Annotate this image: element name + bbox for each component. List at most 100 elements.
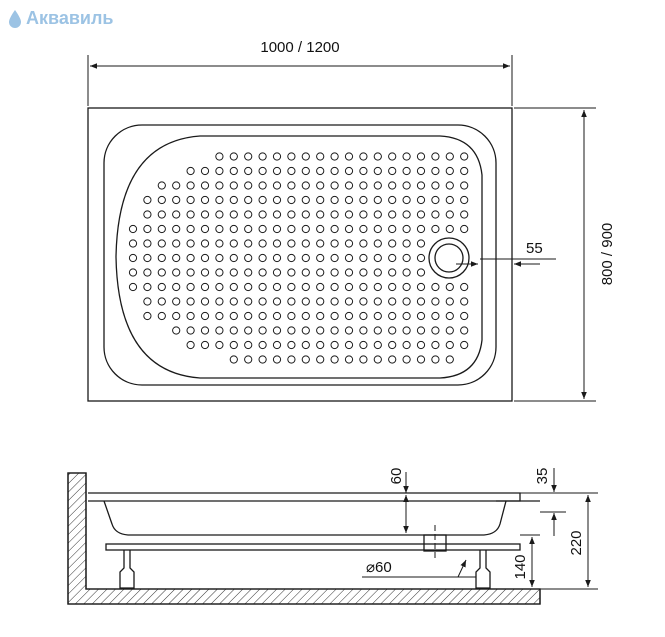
floor-dot — [229, 311, 238, 321]
floor-dot — [287, 297, 296, 306]
floor-dot — [157, 210, 166, 219]
floor-dot — [258, 152, 267, 161]
floor-dot — [272, 224, 282, 234]
floor-dot — [330, 166, 339, 176]
floor-dot — [287, 326, 296, 335]
floor-dot — [301, 355, 310, 364]
tray-outer-outline — [87, 107, 513, 402]
floor-dot — [445, 166, 454, 176]
floor-dot — [301, 282, 310, 292]
floor-dot — [316, 297, 325, 306]
floor-dot — [373, 326, 382, 335]
floor-dot — [215, 253, 224, 263]
floor-dot — [287, 210, 296, 219]
floor-dot — [157, 239, 166, 248]
floor-dot — [431, 224, 440, 234]
floor-dot — [287, 166, 296, 176]
floor-dot — [172, 268, 181, 277]
floor-dot — [215, 282, 224, 292]
floor-dot — [359, 326, 368, 335]
floor-dot — [157, 224, 166, 234]
floor-dot — [229, 195, 238, 205]
floor-dot — [287, 282, 296, 292]
floor-dot — [244, 253, 253, 263]
floor-dot — [373, 195, 382, 205]
floor-dot — [301, 210, 310, 219]
floor-dot — [344, 340, 354, 350]
floor-dot — [272, 268, 282, 277]
floor-dot — [172, 195, 181, 205]
floor-dot — [344, 195, 354, 205]
floor-dot — [316, 253, 325, 263]
floor-dot — [229, 224, 238, 234]
floor-dot — [258, 282, 267, 292]
drain-diameter-arrow — [457, 559, 467, 578]
floor-dot — [272, 253, 282, 263]
floor-dot — [215, 297, 224, 306]
floor-dot — [229, 253, 238, 263]
floor-dot — [272, 210, 282, 219]
floor-dot — [186, 181, 195, 190]
floor-dot — [402, 340, 411, 350]
floor-dot — [431, 297, 440, 306]
floor-dot — [445, 340, 454, 350]
floor-dot — [143, 268, 152, 277]
floor-dot — [172, 210, 181, 219]
floor-dot — [359, 340, 368, 350]
floor-dot — [272, 181, 282, 190]
floor-dot — [244, 355, 253, 364]
floor-dot — [157, 268, 166, 277]
floor-dot — [301, 224, 310, 234]
floor-dot — [359, 297, 368, 306]
floor-dot — [445, 355, 454, 364]
floor-dot — [388, 195, 397, 205]
floor-dot — [287, 311, 296, 321]
brand-logo: Аквавиль — [8, 8, 113, 29]
floor-dot — [388, 239, 397, 248]
floor-dot — [402, 253, 411, 263]
floor-dot — [244, 152, 253, 161]
floor-dot — [388, 181, 397, 190]
floor-dot — [128, 268, 138, 277]
floor-dot — [229, 326, 238, 335]
floor-dot — [460, 311, 469, 321]
floor-dot — [344, 355, 354, 364]
floor-dot — [244, 210, 253, 219]
floor-dot — [301, 253, 310, 263]
floor-dot — [330, 210, 339, 219]
leg-right — [475, 550, 491, 589]
floor-dot — [344, 282, 354, 292]
floor-dot — [416, 253, 426, 263]
floor-dot — [186, 166, 195, 176]
floor-dot — [272, 166, 282, 176]
floor-dot — [359, 181, 368, 190]
floor-dot — [316, 268, 325, 277]
floor-dot — [272, 239, 282, 248]
floor-dot — [229, 166, 238, 176]
floor-dot — [229, 297, 238, 306]
floor-dot — [445, 152, 454, 161]
drain-offset-label: 55 — [526, 240, 543, 257]
floor-dot — [287, 181, 296, 190]
floor-dot — [402, 282, 411, 292]
floor-dot — [431, 152, 440, 161]
floor-dot — [272, 152, 282, 161]
floor-dot — [344, 311, 354, 321]
floor-dot — [373, 297, 382, 306]
floor-dot — [272, 355, 282, 364]
floor-dot — [431, 210, 440, 219]
tray-rim — [88, 492, 521, 502]
floor-dot — [186, 311, 195, 321]
floor-dot — [373, 152, 382, 161]
floor-dot — [460, 297, 469, 306]
tray-basin-outline — [103, 124, 497, 386]
floor-dot — [344, 224, 354, 234]
floor-dot — [272, 195, 282, 205]
floor-dot — [445, 195, 454, 205]
floor-dot — [128, 253, 138, 263]
floor-dot — [143, 195, 152, 205]
floor-dot — [157, 253, 166, 263]
floor-dot — [258, 340, 267, 350]
floor-dot — [359, 166, 368, 176]
floor-dot — [287, 195, 296, 205]
